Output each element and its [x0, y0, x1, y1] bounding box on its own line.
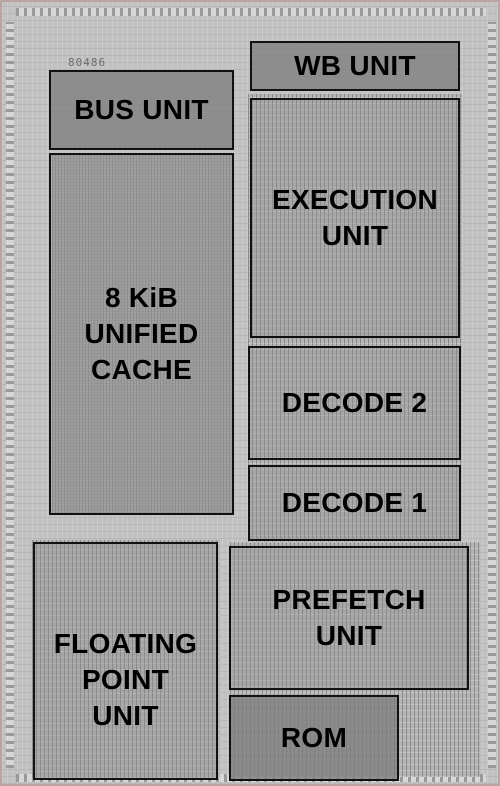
cache-label-line1: 8 KiB	[84, 280, 198, 316]
left-bond-pads	[6, 22, 14, 768]
right-bond-pads	[488, 22, 496, 768]
execution-unit-block: EXECUTION UNIT	[250, 98, 460, 338]
execution-unit-label-line1: EXECUTION	[272, 182, 438, 218]
rom-block: ROM	[229, 695, 399, 781]
fpu-label-line2: POINT	[54, 662, 197, 698]
cache-label-line3: CACHE	[84, 352, 198, 388]
decode1-label: DECODE 1	[282, 485, 428, 521]
wb-unit-block: WB UNIT	[250, 41, 460, 91]
decode2-label: DECODE 2	[282, 385, 428, 421]
execution-unit-label-line2: UNIT	[272, 218, 438, 254]
fpu-label-line3: UNIT	[54, 698, 197, 734]
die-marking: 80486	[68, 56, 106, 69]
prefetch-unit-label-line2: UNIT	[272, 618, 425, 654]
decode2-block: DECODE 2	[248, 346, 461, 460]
cache-block: 8 KiB UNIFIED CACHE	[49, 153, 234, 515]
rom-label: ROM	[281, 720, 347, 756]
bus-unit-block: BUS UNIT	[49, 70, 234, 150]
fpu-block: FLOATING POINT UNIT	[33, 542, 218, 780]
wb-unit-label: WB UNIT	[294, 48, 416, 84]
decode1-block: DECODE 1	[248, 465, 461, 541]
prefetch-unit-label-line1: PREFETCH	[272, 582, 425, 618]
bus-unit-label: BUS UNIT	[74, 92, 209, 128]
fpu-label-line1: FLOATING	[54, 626, 197, 662]
prefetch-unit-block: PREFETCH UNIT	[229, 546, 469, 690]
top-bond-pads	[16, 8, 486, 16]
cache-label-line2: UNIFIED	[84, 316, 198, 352]
